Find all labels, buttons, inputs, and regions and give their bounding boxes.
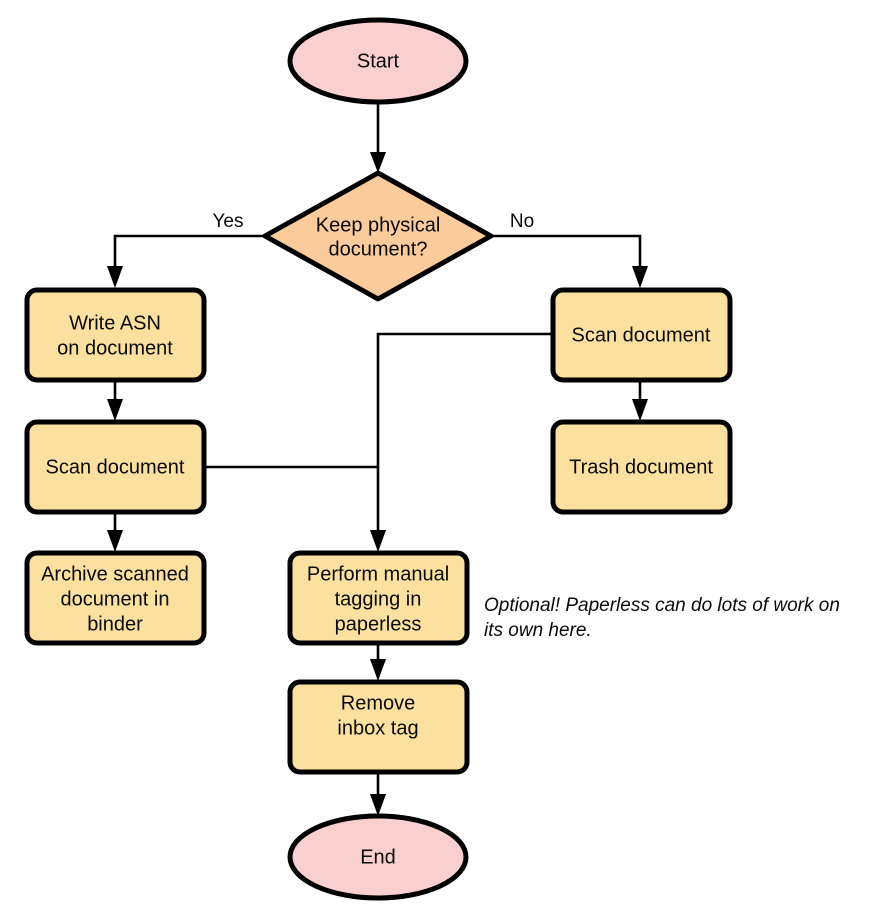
archive-box: [24, 550, 207, 646]
node-end[interactable]: End: [287, 813, 469, 901]
edge-tagging-to-remove-inbox: [370, 643, 386, 681]
decision-label-line1: Keep physical: [316, 214, 441, 236]
decision-label-line2: document?: [329, 238, 428, 260]
annotation-optional-note: Optional! Paperless can do lots of work …: [484, 595, 840, 641]
edge-decision-yes-to-write-asn: [107, 234, 264, 288]
tagging-label-line2: tagging in: [335, 588, 422, 610]
start-ellipse: [287, 17, 469, 105]
edge-label-no: No: [510, 211, 534, 232]
scan-document-left-box: [24, 419, 207, 515]
end-label: End: [360, 846, 396, 868]
node-scan-document-right[interactable]: Scan document: [550, 287, 733, 383]
write-asn-label-line2: on document: [57, 337, 173, 359]
edge-label-yes: Yes: [213, 211, 244, 232]
scan-document-left-label: Scan document: [46, 456, 185, 478]
archive-label-line2: document in: [61, 588, 170, 610]
node-perform-manual-tagging[interactable]: Perform manual tagging in paperless: [287, 550, 470, 646]
node-scan-document-left[interactable]: Scan document: [24, 419, 207, 515]
start-label: Start: [357, 50, 400, 72]
end-ellipse: [287, 813, 469, 901]
node-start[interactable]: Start: [287, 17, 469, 105]
edge-remove-inbox-to-end: [370, 771, 386, 816]
write-asn-box: [24, 287, 207, 383]
optional-note-line2: its own here.: [484, 620, 592, 641]
edge-start-to-decision: [370, 101, 386, 173]
edge-write-asn-to-scan-left: [107, 379, 123, 421]
tagging-box: [287, 550, 470, 646]
edge-decision-no-to-scan-right: [491, 234, 648, 288]
remove-inbox-label-line1: Remove: [341, 692, 415, 714]
scan-document-right-label: Scan document: [572, 324, 711, 346]
trash-document-box: [550, 419, 733, 515]
node-write-asn-on-document[interactable]: Write ASN on document: [24, 287, 207, 383]
scan-document-right-box: [550, 287, 733, 383]
remove-inbox-label-line2: inbox tag: [337, 717, 418, 739]
edge-scan-right-to-trash: [632, 379, 648, 421]
optional-note-line1: Optional! Paperless can do lots of work …: [484, 595, 840, 616]
remove-inbox-box: [287, 679, 470, 775]
tagging-label-line1: Perform manual: [307, 563, 449, 585]
tagging-label-line3: paperless: [335, 613, 422, 635]
node-trash-document[interactable]: Trash document: [550, 419, 733, 515]
archive-label-line3: binder: [87, 613, 143, 635]
write-asn-label-line1: Write ASN: [69, 312, 161, 334]
node-remove-inbox-tag[interactable]: Remove inbox tag: [287, 679, 470, 775]
edge-scan-right-to-tagging: [370, 332, 553, 552]
trash-document-label: Trash document: [569, 456, 713, 478]
node-decision-keep-physical-document[interactable]: Keep physical document?: [262, 170, 494, 302]
decision-diamond: [262, 170, 494, 302]
edge-scan-left-to-archive: [107, 511, 123, 552]
node-archive-scanned-document[interactable]: Archive scanned document in binder: [24, 550, 207, 646]
archive-label-line1: Archive scanned: [41, 563, 189, 585]
